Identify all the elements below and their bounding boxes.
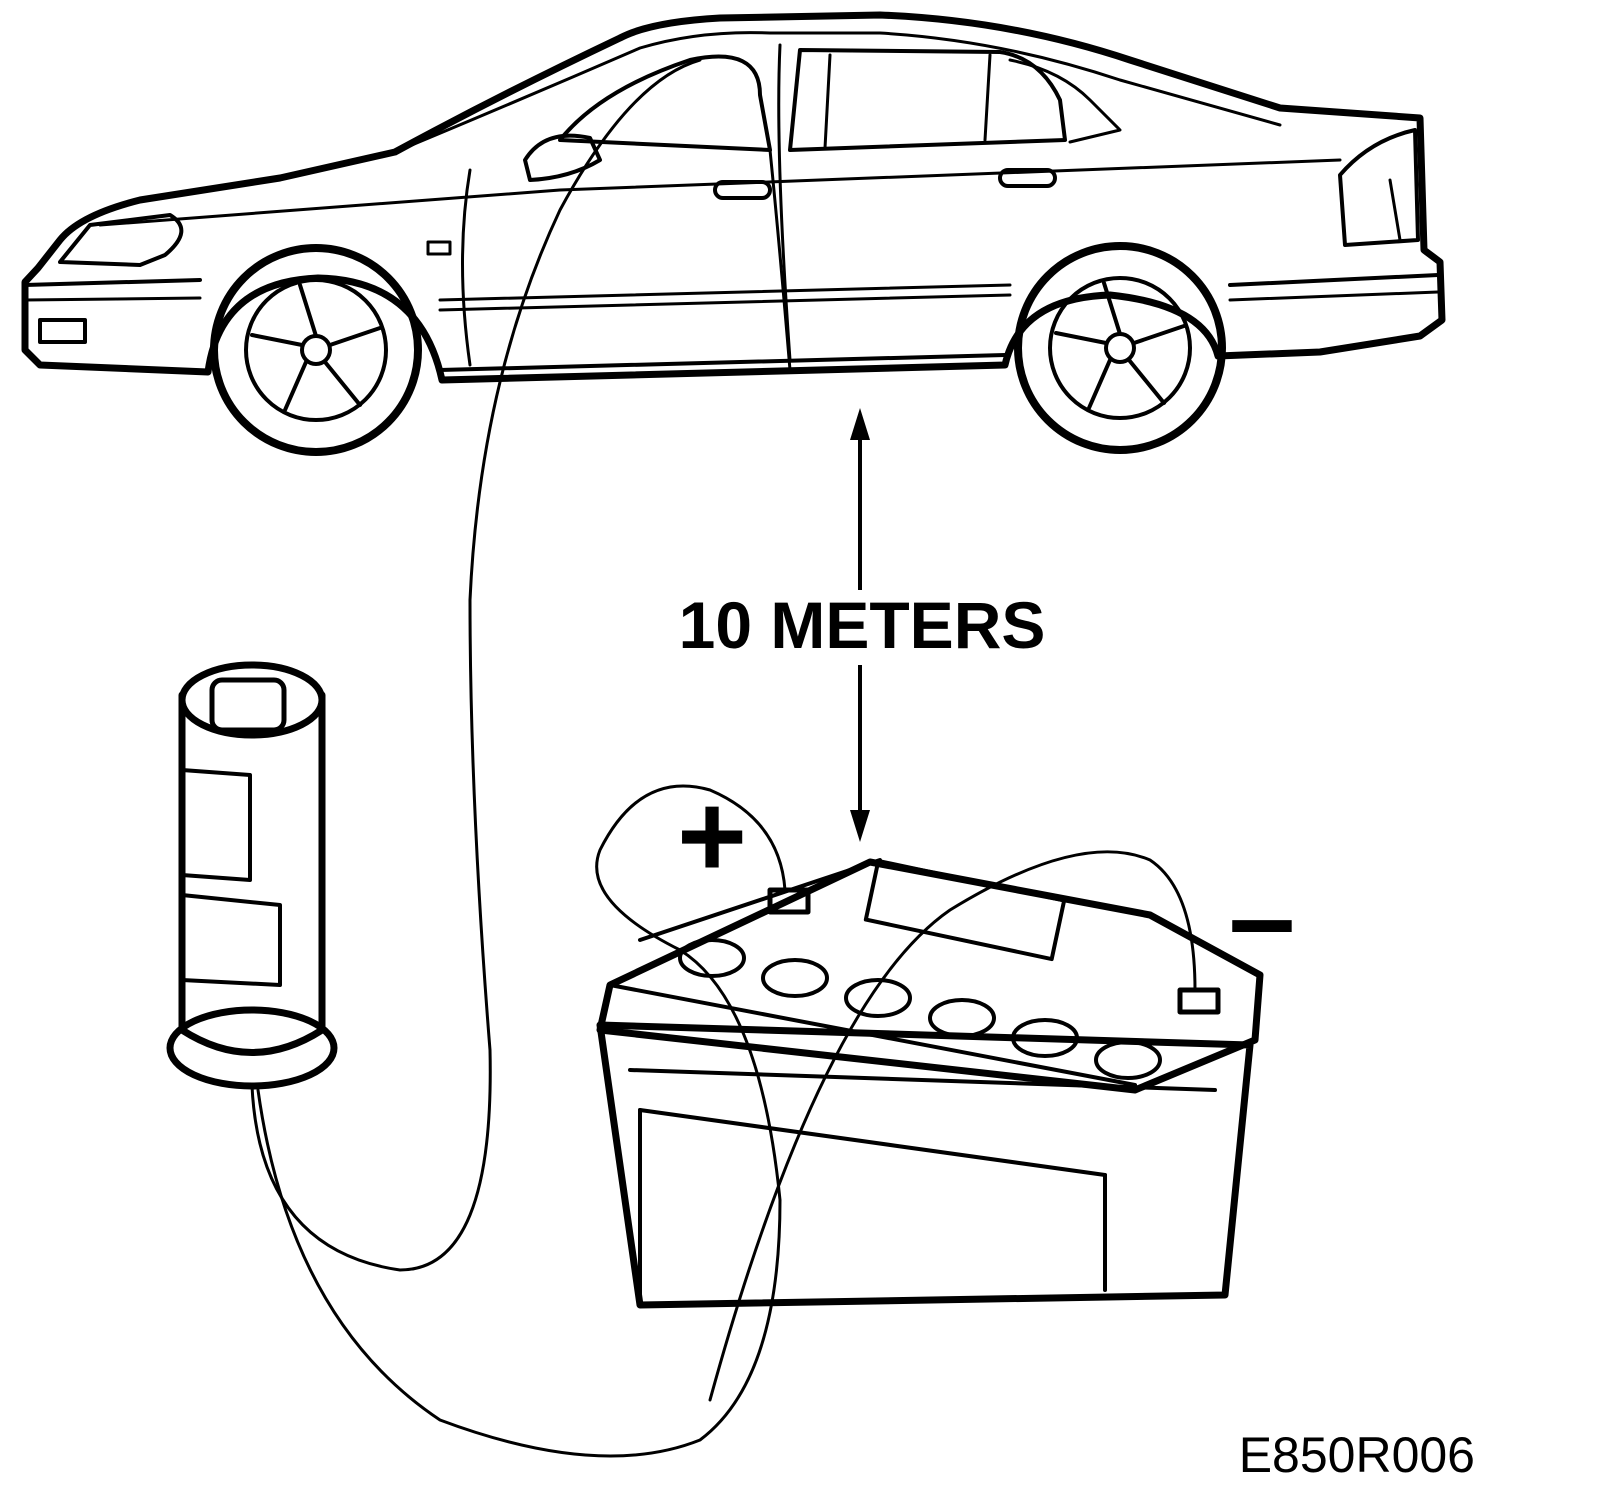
figure-code: E850R006	[1239, 1427, 1475, 1483]
plus-sign: +	[677, 769, 747, 903]
distance-label: 10 METERS	[679, 588, 1046, 662]
rear-wheel-icon	[1014, 242, 1226, 454]
airbag-module-icon	[166, 661, 338, 1090]
car-side-view-icon	[21, 11, 1446, 384]
minus-sign: –	[1229, 850, 1296, 984]
double-headed-arrow-icon	[850, 408, 870, 842]
car-battery-icon	[596, 858, 1264, 1309]
front-wheel-icon	[210, 244, 422, 456]
wires	[250, 58, 1197, 1458]
